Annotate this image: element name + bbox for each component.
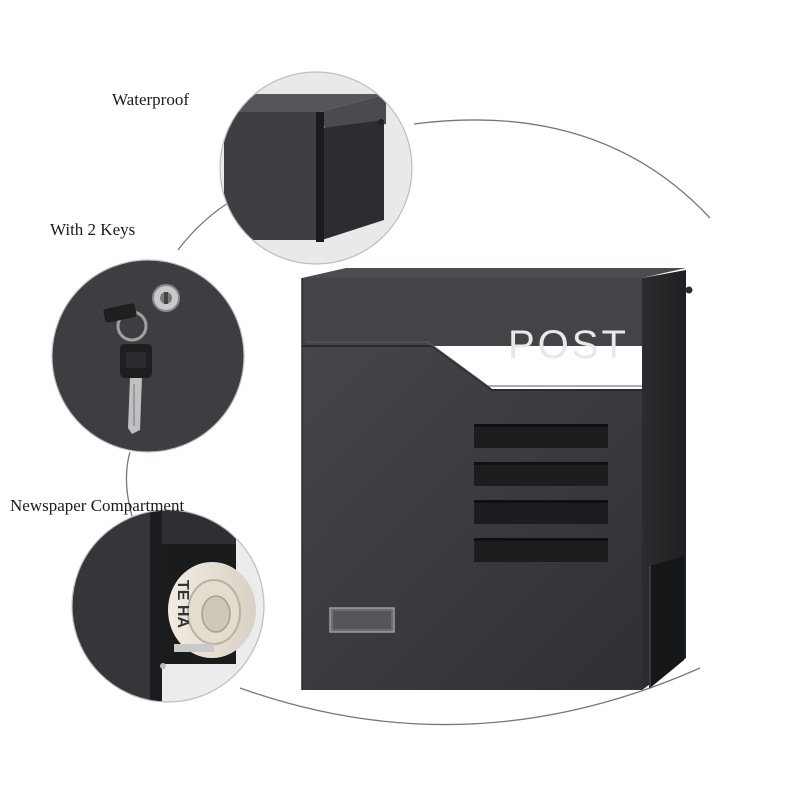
connector-arc-top	[413, 119, 711, 219]
callout-label-newspaper: Newspaper Compartment	[10, 496, 185, 515]
connector-arc-bottom	[239, 667, 701, 726]
window-slits	[474, 424, 608, 562]
mailbox: POST	[301, 268, 693, 690]
post-logo: POST	[508, 323, 629, 367]
detail-waterproof	[219, 71, 413, 265]
newspaper-print: TE HA	[174, 580, 191, 628]
callout-label-waterproof: Waterproof	[112, 90, 189, 109]
newspaper-compartment	[650, 556, 684, 688]
mailbox-lid	[302, 278, 642, 346]
connector-arc-mid	[125, 451, 133, 517]
mailbox-lid-top	[302, 268, 686, 278]
newspaper-roll: TE HA	[168, 562, 256, 658]
detail-keys	[51, 259, 245, 453]
detail-newspaper: TE HA	[71, 509, 265, 703]
callout-label-keys: With 2 Keys	[50, 220, 136, 239]
